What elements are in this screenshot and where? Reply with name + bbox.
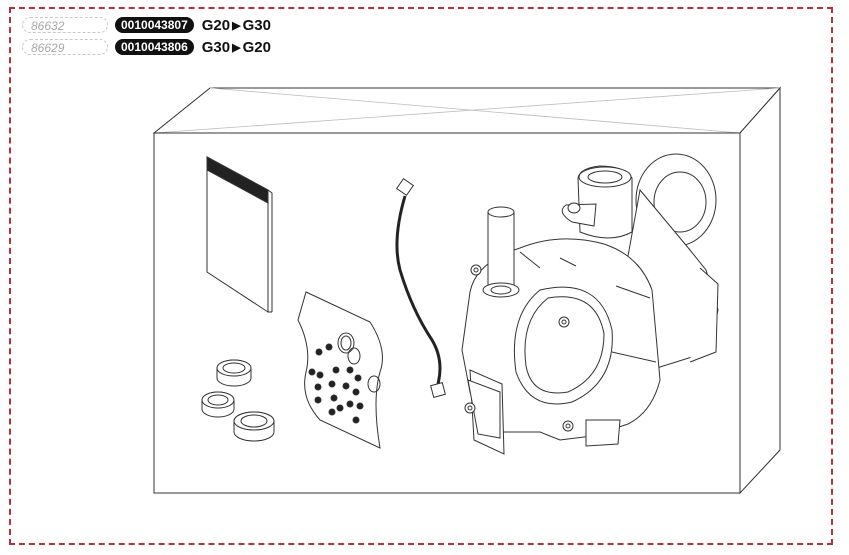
kit-reference: 86629	[22, 39, 108, 55]
kit-row-2: 86629 0010043806 G30▶G20	[22, 37, 271, 57]
kit-row-1: 86632 0010043807 G20▶G30	[22, 15, 271, 35]
gas-valve	[461, 153, 719, 455]
kit-part-code: 0010043806	[115, 39, 194, 55]
gas-to: G20	[242, 38, 271, 56]
arrow-right-icon: ▶	[232, 19, 241, 32]
seal-rings	[201, 359, 275, 442]
connection-cable	[395, 177, 446, 398]
gas-conversion: G20▶G30	[202, 17, 271, 34]
gas-conversion: G30▶G20	[202, 39, 271, 56]
kit-part-code: 0010043807	[115, 17, 194, 33]
gas-from: G20	[201, 16, 231, 34]
screw-kit-bag	[297, 291, 383, 449]
instruction-leaflet	[206, 156, 273, 313]
arrow-right-icon: ▶	[232, 41, 241, 54]
gas-to: G30	[242, 16, 271, 34]
kit-reference: 86632	[22, 17, 108, 33]
gas-from: G30	[201, 38, 231, 56]
dashed-frame	[9, 7, 833, 545]
